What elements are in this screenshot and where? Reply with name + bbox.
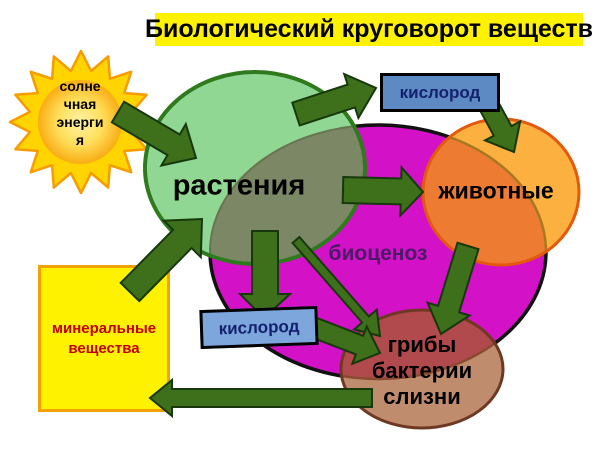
biocenosis-edge-under-decomposers bbox=[341, 310, 503, 381]
decomposers-label-line3: слизни bbox=[383, 384, 461, 409]
sun-label: солне чная энерги я bbox=[57, 77, 104, 149]
arrow-plants-to-animals bbox=[341, 164, 425, 218]
biocenosis-label: биоценоз bbox=[328, 242, 428, 265]
biocenosis-edge-under-plants bbox=[209, 124, 365, 264]
minerals-label-line2: вещества bbox=[68, 339, 140, 357]
decomposers-biocenosis-overlap bbox=[341, 310, 503, 379]
animals-label: животные bbox=[438, 177, 554, 204]
decomposers-label-line1: грибы bbox=[387, 332, 457, 357]
sun-label-line4: я bbox=[75, 132, 85, 148]
oxygen-bottom-label: кислород bbox=[218, 316, 300, 338]
arrow-plants-to-oxygen-top bbox=[291, 72, 378, 127]
sun-label-line1: солне bbox=[59, 78, 101, 94]
arrow-oxygen-bottom-to-decomposers bbox=[305, 315, 382, 366]
arrow-animals-to-decomposers bbox=[425, 241, 480, 336]
sun-label-line2: чная bbox=[63, 96, 97, 112]
page-title: Биологический круговорот веществ bbox=[145, 13, 593, 46]
arrow-minerals-to-plants bbox=[119, 217, 204, 303]
arrow-sun-to-plants bbox=[110, 100, 198, 167]
oxygen-top-label: кислород bbox=[399, 82, 481, 102]
plants-biocenosis-overlap bbox=[210, 125, 365, 264]
oxygen-top-node: кислород bbox=[380, 73, 500, 112]
decomposers-ellipse-border bbox=[339, 308, 505, 430]
minerals-node: минеральные вещества bbox=[38, 265, 170, 412]
plants-label: растения bbox=[172, 169, 306, 202]
sun-core bbox=[38, 80, 122, 164]
oxygen-bottom-node: кислород bbox=[199, 305, 319, 350]
decomposers-label-line2: бактерии bbox=[371, 358, 473, 383]
arrow-plants-to-oxygen-bottom bbox=[237, 230, 293, 320]
sun-label-line3: энерги bbox=[56, 114, 104, 130]
minerals-label-line1: минеральные bbox=[51, 319, 157, 337]
arrow-biocenosis-to-decomposers bbox=[291, 235, 382, 338]
decomposers-label: грибы бактерии слизни bbox=[372, 332, 472, 410]
arrow-decomposers-to-minerals bbox=[148, 377, 373, 419]
